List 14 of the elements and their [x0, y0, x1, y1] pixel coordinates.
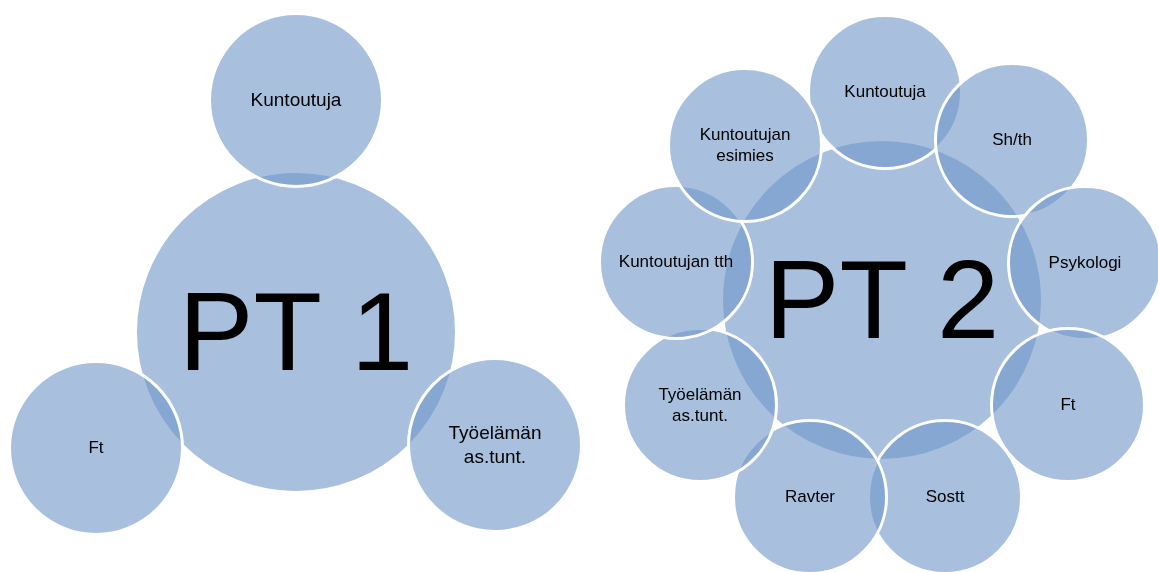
member-label: Ft — [88, 437, 104, 459]
team-title: PT 2 — [764, 236, 1000, 364]
member-label: Työelämän as.tunt. — [657, 383, 743, 427]
member-label: Psykologi — [1048, 252, 1122, 274]
member-label: Sostt — [925, 486, 965, 508]
member-label: Kuntoutujan esimies — [698, 123, 792, 167]
member-label: Ravter — [784, 486, 836, 508]
team-title: PT 1 — [178, 268, 414, 396]
member-label: Kuntoutuja — [844, 81, 926, 103]
member-label: Kuntoutuja — [250, 88, 342, 112]
member-label: Sh/th — [992, 129, 1032, 151]
member-label: Työelämän as.tunt. — [447, 421, 543, 469]
member-label: Kuntoutujan tth — [618, 251, 734, 273]
member-label: Ft — [1060, 394, 1076, 416]
